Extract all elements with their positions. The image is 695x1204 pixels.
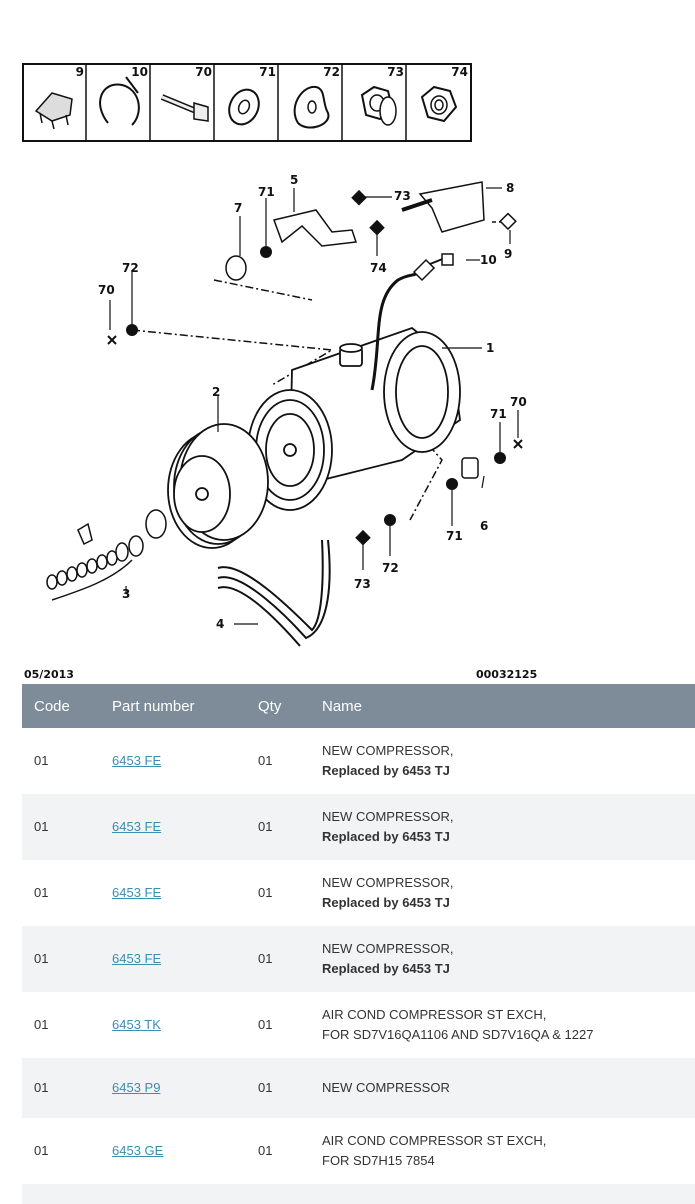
- table-row: 01 6453 GE 01 AIR COND COMPRESSOR ST EXC…: [22, 1118, 695, 1184]
- part-number-link[interactable]: 6453 FE: [112, 951, 162, 966]
- callout-5: 5: [290, 173, 298, 187]
- table-row: 01 6453 FE 01 NEW COMPRESSOR, Replaced by…: [22, 860, 695, 926]
- cell-name-note: Replaced by 6453 TJ: [322, 895, 450, 910]
- legend-label: 70: [195, 65, 212, 79]
- compressor-body: [247, 326, 461, 511]
- callout-70-left: 70: [98, 283, 115, 297]
- part-number-link[interactable]: 6453 FE: [112, 885, 162, 900]
- cell-qty: 01: [258, 753, 273, 768]
- callout-71-right: 71: [490, 407, 507, 421]
- part-number-link[interactable]: 6453 FE: [112, 753, 162, 768]
- table-row: 01 6453 FE 01 NEW COMPRESSOR, Replaced by…: [22, 794, 695, 860]
- pulley: [167, 423, 269, 549]
- legend-item-nut: 73: [360, 65, 404, 126]
- table-row: 01 6453 FE 01 NEW COMPRESSOR, Replaced by…: [22, 728, 695, 794]
- cell-name: NEW COMPRESSOR,: [322, 875, 454, 890]
- cell-name: NEW COMPRESSOR,: [322, 743, 454, 758]
- callout-2: 2: [212, 385, 220, 399]
- callout-74-top: 74: [370, 261, 387, 275]
- callout-73-top: 73: [394, 189, 411, 203]
- callout-7: 7: [234, 201, 242, 215]
- cell-qty: 01: [258, 1080, 273, 1095]
- legend-item-clip: 9: [34, 65, 84, 130]
- cell-code: 01: [34, 1017, 49, 1032]
- callout-72-left: 72: [122, 261, 139, 275]
- header-code: Code: [34, 697, 70, 715]
- header-part-number: Part number: [112, 697, 195, 715]
- cell-qty: 01: [258, 951, 273, 966]
- cell-code: 01: [34, 1080, 49, 1095]
- cell-name: NEW COMPRESSOR: [322, 1080, 450, 1095]
- legend-label: 10: [131, 65, 148, 79]
- callout-1: 1: [486, 341, 494, 355]
- cell-qty: 01: [258, 885, 273, 900]
- mounting-bracket: [273, 209, 358, 247]
- part-number-link[interactable]: 6453 FE: [112, 819, 162, 834]
- cell-name-note: Replaced by 6453 TJ: [322, 763, 450, 778]
- diagram-reference: 00032125: [476, 668, 538, 681]
- legend-label: 9: [76, 65, 84, 79]
- table-header-row: Code Part number Qty Name: [22, 684, 695, 728]
- cell-code: 01: [34, 1143, 49, 1158]
- cell-code: 01: [34, 819, 49, 834]
- callout-70-right: 70: [510, 395, 527, 409]
- callout-71-top: 71: [258, 185, 275, 199]
- table-row: 01 6453 TK 01 AIR COND COMPRESSOR ST EXC…: [22, 992, 695, 1058]
- cell-name-note: Replaced by 6453 TJ: [322, 829, 450, 844]
- drive-belt: [217, 539, 331, 647]
- legend-item-bolt: 70: [160, 65, 212, 122]
- parts-table: Code Part number Qty Name 01 6453 FE 01 …: [22, 684, 695, 1204]
- legend-label: 73: [387, 65, 404, 79]
- cell-name-note: FOR SD7V16QA1106 AND SD7V16QA & 1227: [322, 1027, 594, 1042]
- exploded-parts-diagram: 1 2 3 4 5 6 7 8 9 10 70 71 72 73 74 70 7…: [46, 173, 527, 647]
- callout-9: 9: [504, 247, 512, 261]
- callout-4: 4: [216, 617, 224, 631]
- part-number-link[interactable]: 6453 TK: [112, 1017, 161, 1032]
- cell-qty: 01: [258, 819, 273, 834]
- legend-item-hose-clamp: 10: [99, 65, 148, 126]
- callout-72-bottom: 72: [382, 561, 399, 575]
- part-number-link[interactable]: 6453 P9: [112, 1080, 161, 1095]
- table-row: 01 6453 FE 01 NEW COMPRESSOR, Replaced by…: [22, 926, 695, 992]
- callout-6: 6: [480, 519, 488, 533]
- legend-item-curved-washer: 72: [293, 65, 340, 129]
- callout-10: 10: [480, 253, 497, 267]
- callout-71-bottom: 71: [446, 529, 463, 543]
- cell-name: NEW COMPRESSOR,: [322, 941, 454, 956]
- cell-name: AIR COND COMPRESSOR ST EXCH,: [322, 1133, 547, 1148]
- header-qty: Qty: [258, 697, 282, 715]
- cell-qty: 01: [258, 1017, 273, 1032]
- callout-8: 8: [506, 181, 514, 195]
- legend-item-flange-nut: 74: [420, 65, 468, 123]
- cell-code: 01: [34, 753, 49, 768]
- table-row: 01 6453 P9 01 NEW COMPRESSOR: [22, 1058, 695, 1118]
- table-row-partial: [22, 1184, 695, 1204]
- legend-item-washer: 71: [228, 65, 276, 126]
- cell-qty: 01: [258, 1143, 273, 1158]
- legend-label: 74: [451, 65, 468, 79]
- legend-label: 72: [323, 65, 340, 79]
- cell-name-note: Replaced by 6453 TJ: [322, 961, 450, 976]
- cell-code: 01: [34, 951, 49, 966]
- cell-name: AIR COND COMPRESSOR ST EXCH,: [322, 1007, 547, 1022]
- cell-name: NEW COMPRESSOR,: [322, 809, 454, 824]
- cell-name-note: FOR SD7H15 7854: [322, 1153, 435, 1168]
- callout-3: 3: [122, 587, 130, 601]
- callout-73-bottom: 73: [354, 577, 371, 591]
- part-number-link[interactable]: 6453 GE: [112, 1143, 164, 1158]
- header-name: Name: [322, 697, 363, 715]
- diagram-date: 05/2013: [24, 668, 74, 681]
- cell-code: 01: [34, 885, 49, 900]
- legend-label: 71: [259, 65, 276, 79]
- washer-stack: [46, 509, 167, 590]
- parts-legend-strip: 9 10 70 71 72 73 74: [22, 63, 472, 142]
